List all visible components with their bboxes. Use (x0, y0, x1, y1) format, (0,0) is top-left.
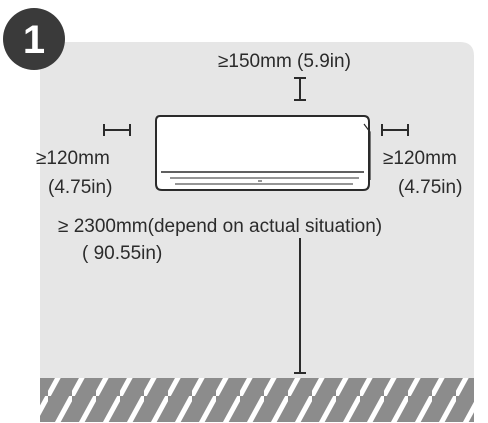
top-clearance-label: ≥150mm (5.9in) (218, 51, 351, 72)
step-badge: 1 (3, 8, 65, 70)
wall-background (40, 42, 474, 378)
floor (40, 378, 474, 422)
left-clearance-mm-label: ≥120mm (36, 148, 110, 169)
indoor-ac-unit (155, 115, 371, 191)
right-clearance-mm-label: ≥120mm (383, 148, 457, 169)
right-clearance-marker (381, 124, 409, 136)
floor-clearance-mm-label: ≥ 2300mm(depend on actual situation) (58, 216, 382, 237)
top-clearance-marker (294, 77, 306, 101)
right-clearance-in-label: (4.75in) (398, 177, 462, 198)
floor-clearance-marker (294, 238, 306, 374)
left-clearance-in-label: (4.75in) (48, 177, 112, 198)
floor-clearance-in-label: ( 90.55in) (82, 243, 162, 264)
left-clearance-marker (103, 124, 131, 136)
step-number: 1 (23, 18, 45, 62)
